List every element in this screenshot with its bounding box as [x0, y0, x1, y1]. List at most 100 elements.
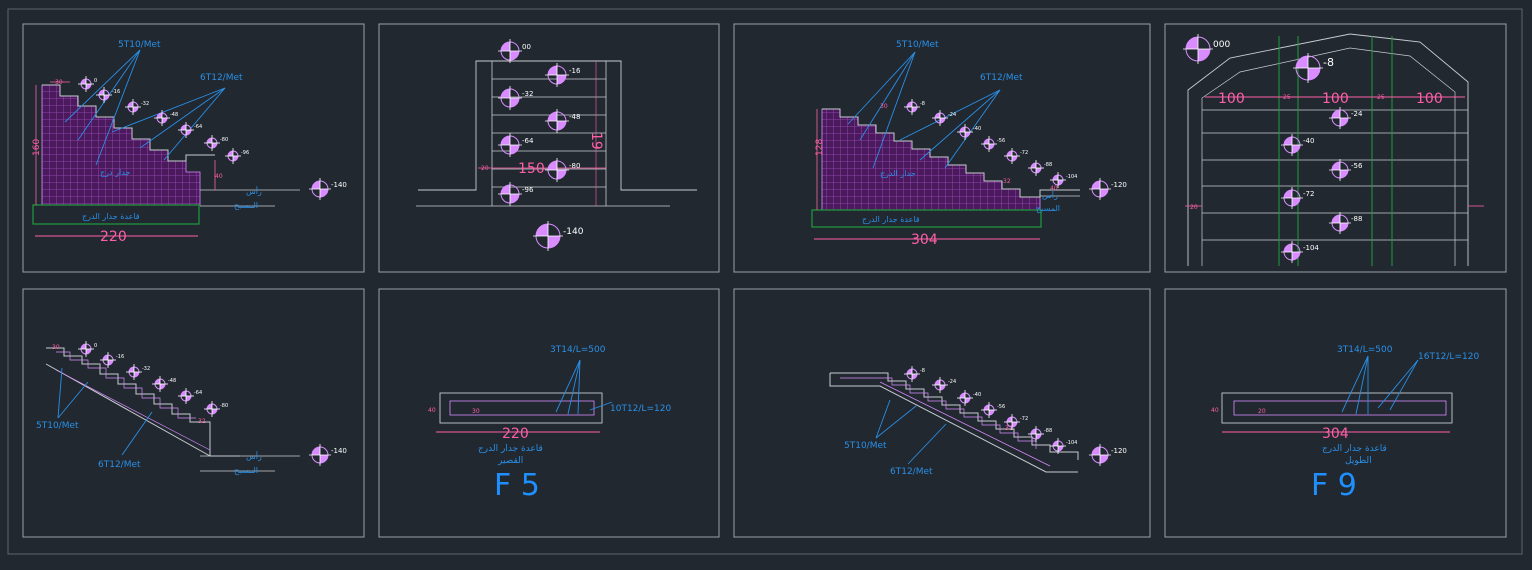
- level-value: -24: [948, 112, 956, 118]
- label-6t12: 6T12/Met: [980, 73, 1023, 83]
- level-marker: -24: [932, 110, 956, 126]
- level-value: -64: [522, 137, 534, 145]
- level-value: -32: [142, 366, 150, 372]
- level-quadrant: [1036, 434, 1041, 439]
- level-quadrant: [1053, 175, 1058, 180]
- title-arabic-2: الطويل: [1345, 456, 1372, 466]
- label-16t12: 16T12/L=120: [1418, 352, 1479, 362]
- rebar-bottom: [879, 381, 1051, 467]
- level-marker: 0: [78, 76, 97, 92]
- level-value: -72: [1303, 190, 1314, 198]
- level-quadrant: [1296, 56, 1308, 68]
- level-quadrant: [935, 380, 940, 385]
- text-head: رأس: [246, 451, 262, 461]
- level-marker: -8: [1293, 53, 1334, 83]
- level-quadrant: [162, 118, 167, 123]
- level-quadrant: [207, 138, 212, 143]
- level-value: -48: [569, 113, 580, 121]
- level-value: -104: [1066, 174, 1077, 180]
- level-value: -64: [194, 124, 202, 130]
- level-quadrant: [1100, 189, 1108, 197]
- panel-7-stair-section-long: 5T10/Met 6T12/Met 32 -120-8-24-40-56-72-…: [829, 366, 1127, 477]
- text-pool: المسبح: [1036, 204, 1060, 213]
- level-value: -140: [563, 227, 584, 237]
- level-value: -40: [1303, 137, 1314, 145]
- level-marker: -24: [1329, 107, 1363, 129]
- level-quadrant: [548, 236, 560, 248]
- dim-height: 128: [815, 139, 825, 156]
- dim-30: 30: [52, 344, 60, 351]
- level-quadrant: [940, 385, 945, 390]
- dim-40: 40: [215, 173, 223, 180]
- label-6t12: 6T12/Met: [890, 467, 933, 477]
- level-marker: -120: [1089, 178, 1127, 200]
- leaders: [847, 51, 1001, 169]
- panel-frame-4: [1164, 23, 1507, 273]
- level-marker: -96: [225, 148, 249, 164]
- dim-32: 32: [1005, 425, 1013, 432]
- level-markers: 000-8-24-40-56-72-88-104: [1183, 34, 1363, 263]
- level-value: -8: [920, 101, 925, 107]
- dim-100a: 100: [1218, 91, 1245, 107]
- level-quadrant: [1292, 145, 1300, 153]
- level-marker: -140: [533, 221, 584, 251]
- title-arabic-2: القصير: [497, 456, 523, 466]
- leaders: [1341, 355, 1419, 415]
- level-marker: -16: [545, 63, 581, 87]
- level-quadrant: [99, 90, 104, 95]
- footing-label: F 5: [494, 468, 540, 503]
- dim-100b: 100: [1322, 91, 1349, 107]
- label-5t10: 5T10/Met: [118, 40, 161, 50]
- level-marker: 000: [1183, 34, 1230, 64]
- leaders: [555, 359, 613, 415]
- level-marker: -64: [178, 388, 202, 404]
- level-marker: -48: [545, 109, 580, 133]
- panel-frame-2: [378, 23, 720, 273]
- level-marker: -32: [498, 86, 533, 110]
- level-quadrant: [989, 144, 994, 149]
- level-value: -140: [331, 447, 347, 455]
- level-markers: -120-8-24-40-56-72-88-104: [904, 99, 1127, 200]
- level-marker: -72: [1281, 187, 1314, 209]
- level-quadrant: [312, 447, 320, 455]
- stair-profile: [822, 108, 1080, 198]
- level-quadrant: [907, 102, 912, 107]
- level-value: -120: [1111, 447, 1127, 455]
- label-6t12: 6T12/Met: [98, 460, 141, 470]
- label-10t12: 10T12/L=120: [610, 404, 671, 414]
- level-quadrant: [181, 391, 186, 396]
- panel-8-footing-f9: 3T14/L=500 16T12/L=120 304 40 20 قاعدة ج…: [1211, 345, 1479, 503]
- level-quadrant: [86, 84, 91, 89]
- level-quadrant: [212, 409, 217, 414]
- level-value: -72: [1020, 150, 1028, 156]
- level-quadrant: [912, 374, 917, 379]
- dim-25a: 25: [1283, 94, 1291, 101]
- level-quadrant: [1058, 446, 1063, 451]
- level-quadrant: [81, 344, 86, 349]
- level-quadrant: [1340, 170, 1348, 178]
- level-marker: -88: [1028, 160, 1052, 176]
- dim-20: 20: [481, 165, 489, 172]
- level-marker: -72: [1004, 414, 1028, 430]
- level-value: -48: [168, 378, 176, 384]
- level-marker: -40: [957, 390, 981, 406]
- level-quadrant: [81, 79, 86, 84]
- level-value: -140: [331, 181, 347, 189]
- level-markers: 00-16-32-48-64-80-96-140: [498, 39, 584, 251]
- level-quadrant: [1284, 137, 1292, 145]
- dim-40: 40: [1050, 185, 1058, 192]
- level-quadrant: [557, 121, 566, 130]
- level-quadrant: [1007, 151, 1012, 156]
- level-marker: -56: [981, 402, 1005, 418]
- text-footing: قاعدة جدار الدرج: [82, 212, 140, 221]
- level-quadrant: [510, 145, 519, 154]
- dim-30: 30: [55, 79, 63, 86]
- level-value: -72: [1020, 416, 1028, 422]
- level-quadrant: [548, 112, 557, 121]
- panel-5-stair-section-short: 5T10/Met 6T12/Met رأس المسبح 30 32 -1400…: [36, 341, 347, 475]
- level-quadrant: [1092, 447, 1100, 455]
- level-value: -32: [522, 90, 533, 98]
- panel-4-pool-steps-plan: 100 100 100 25 25 20 000-8-24-40-56-72-8…: [1183, 33, 1484, 266]
